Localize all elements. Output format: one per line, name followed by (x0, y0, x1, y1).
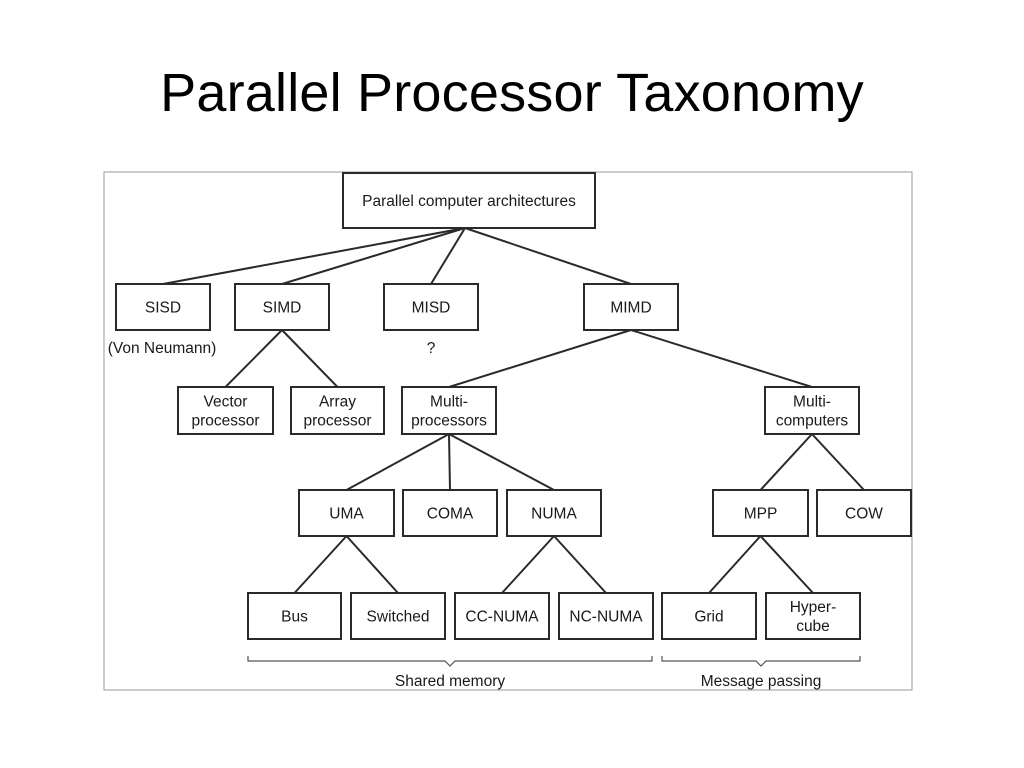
node-array: Array processor (290, 386, 385, 435)
node-label-grid: Grid (694, 609, 723, 626)
edge-uma-switched (345, 535, 399, 594)
node-label-numa: NUMA (531, 506, 577, 523)
node-box-hypercube (765, 592, 861, 640)
node-sisd: SISD (115, 283, 211, 331)
edge-multicomp-mpp (759, 433, 813, 491)
node-box-mpp (712, 489, 809, 537)
slide-title: Parallel Processor Taxonomy (160, 63, 864, 123)
node-label-array-1: Array (319, 394, 356, 411)
node-box-cow (816, 489, 912, 537)
node-mpp: MPP (712, 489, 809, 537)
node-box-vector (177, 386, 274, 435)
edge-root-sisd (162, 227, 466, 285)
brace-shared-memory (247, 656, 653, 667)
node-label-coma: COMA (427, 506, 474, 523)
node-label-ncnuma: NC-NUMA (569, 609, 643, 626)
edge-mimd-multicomp (630, 329, 813, 388)
group-label-shared-memory: Shared memory (395, 673, 506, 690)
node-label-mpp: MPP (744, 506, 778, 523)
node-box-uma (298, 489, 395, 537)
node-label-cow: COW (845, 506, 883, 523)
edge-multiproc-uma (346, 433, 450, 491)
brace-message-passing (661, 656, 861, 667)
edge-multiproc-coma (448, 433, 451, 491)
edge-numa-ncnuma (553, 535, 607, 594)
node-label-multiproc-2: processors (411, 413, 487, 430)
edge-mimd-multiproc (448, 329, 632, 388)
edge-simd-array (281, 329, 339, 388)
node-box-grid (661, 592, 757, 640)
node-simd: SIMD (234, 283, 330, 331)
node-box-ncnuma (558, 592, 654, 640)
group-label-message-passing: Message passing (701, 673, 822, 690)
node-label-simd: SIMD (263, 300, 302, 317)
node-box-simd (234, 283, 330, 331)
node-box-sisd (115, 283, 211, 331)
node-label-bus: Bus (281, 609, 308, 626)
node-label-hypercube-1: Hyper- (790, 599, 837, 616)
node-box-misd (383, 283, 479, 331)
node-label-array-2: processor (303, 413, 371, 430)
node-box-switched (350, 592, 446, 640)
node-box-mimd (583, 283, 679, 331)
node-label-multiproc-1: Multi- (430, 394, 468, 411)
node-grid: Grid (661, 592, 757, 640)
node-mimd: MIMD (583, 283, 679, 331)
node-label-switched: Switched (367, 609, 430, 626)
node-label-multicomp-1: Multi- (793, 394, 831, 411)
node-label-multicomp-2: computers (776, 413, 849, 430)
node-label-uma: UMA (329, 506, 364, 523)
node-label-hypercube-2: cube (796, 618, 830, 635)
node-multiproc: Multi-processors (401, 386, 497, 435)
note-von-neumann: (Von Neumann) (108, 340, 217, 357)
edge-simd-vector (224, 329, 283, 388)
edge-numa-ccnuma (501, 535, 555, 594)
note-misd-unknown: ? (427, 340, 436, 357)
node-box-multicomp (764, 386, 860, 435)
node-box-ccnuma (454, 592, 550, 640)
edge-root-simd (281, 227, 466, 285)
node-numa: NUMA (506, 489, 602, 537)
node-box-bus (247, 592, 342, 640)
node-ncnuma: NC-NUMA (558, 592, 654, 640)
node-ccnuma: CC-NUMA (454, 592, 550, 640)
edge-multiproc-numa (448, 433, 555, 491)
node-vector: Vector processor (177, 386, 274, 435)
node-hypercube: Hyper-cube (765, 592, 861, 640)
node-multicomp: Multi-computers (764, 386, 860, 435)
node-label-ccnuma: CC-NUMA (465, 609, 539, 626)
node-bus: Bus (247, 592, 342, 640)
node-coma: COMA (402, 489, 498, 537)
node-box-coma (402, 489, 498, 537)
node-misd: MISD (383, 283, 479, 331)
edge-root-misd (430, 227, 466, 285)
edge-uma-bus (293, 535, 348, 594)
node-switched: Switched (350, 592, 446, 640)
edge-multicomp-cow (811, 433, 865, 491)
node-label-misd: MISD (412, 300, 451, 317)
node-box-numa (506, 489, 602, 537)
node-label-mimd: MIMD (610, 300, 651, 317)
edge-root-mimd (464, 227, 632, 285)
node-label-vector-1: Vector (204, 394, 248, 411)
node-uma: UMA (298, 489, 395, 537)
node-label-vector-2: processor (191, 413, 259, 430)
edges-layer (162, 227, 865, 594)
node-root: Parallel computer architectures (342, 172, 596, 229)
edge-mpp-hypercube (759, 535, 814, 594)
node-cow: COW (816, 489, 912, 537)
node-box-array (290, 386, 385, 435)
node-box-multiproc (401, 386, 497, 435)
node-box-root (342, 172, 596, 229)
node-label-sisd: SISD (145, 300, 181, 317)
edge-mpp-grid (708, 535, 762, 594)
node-label-root: Parallel computer architectures (362, 193, 576, 210)
